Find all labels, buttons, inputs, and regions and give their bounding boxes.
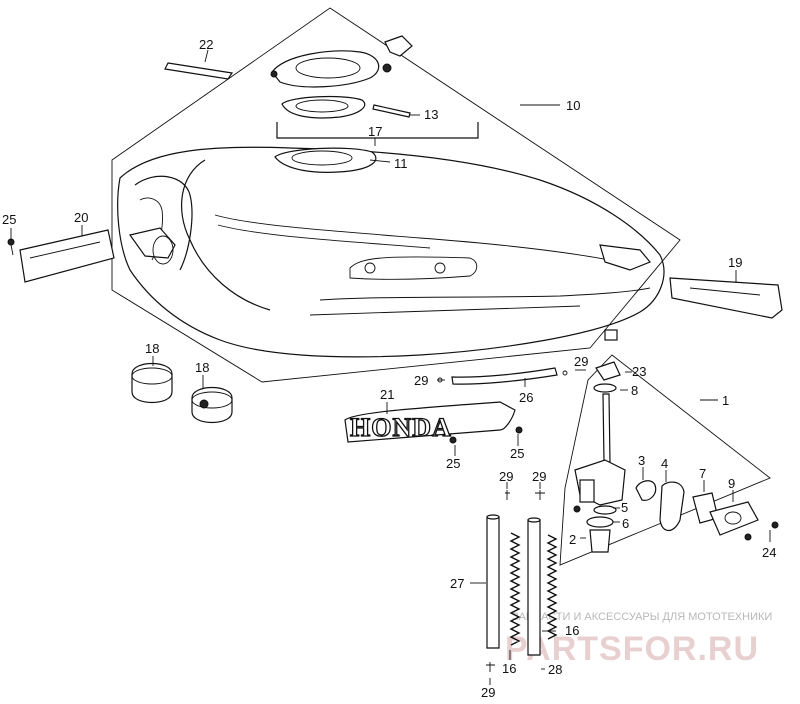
callout-16: 16: [502, 661, 516, 676]
callout-21: 21: [380, 387, 394, 402]
callout-5: 5: [621, 500, 628, 515]
callout-29: 29: [481, 685, 495, 700]
callout-7: 7: [699, 466, 706, 481]
callout-29: 29: [414, 373, 428, 388]
callout-18: 18: [145, 341, 159, 356]
callout-23: 23: [632, 364, 646, 379]
watermark-tagline: ЗАПЧАСТИ И АКСЕССУАРЫ ДЛЯ МОТОТЕХНИКИ: [512, 611, 772, 623]
callout-29: 29: [532, 469, 546, 484]
callout-10: 10: [566, 98, 580, 113]
callout-29: 29: [499, 469, 513, 484]
callout-29: 29: [574, 354, 588, 369]
watermark-logo: PARTSFOR.RU: [505, 630, 759, 668]
callout-16: 16: [565, 623, 579, 638]
callout-25: 25: [446, 456, 460, 471]
callout-26: 26: [519, 390, 533, 405]
callout-18: 18: [195, 360, 209, 375]
leader-lines: [10, 49, 771, 685]
fuel-tank: [117, 146, 665, 358]
callout-1: 1: [722, 393, 729, 408]
callout-8: 8: [631, 383, 638, 398]
callout-24: 24: [762, 545, 776, 560]
callout-17: 17: [368, 124, 382, 139]
callout-25: 25: [510, 446, 524, 461]
callout-25: 25: [2, 212, 16, 227]
fuel-hose: [437, 367, 568, 385]
callout-20: 20: [74, 210, 88, 225]
callout-3: 3: [638, 453, 645, 468]
callout-2: 2: [569, 532, 576, 547]
filler-cap-assembly: [164, 35, 479, 173]
tank-assembly-outline: [111, 7, 681, 383]
emblem-text: HONDA: [350, 413, 452, 442]
callouts: 22 13 10 17 11 25 20 19 18 18 21 29 26 2…: [2, 37, 776, 700]
tank-rubbers: [7, 229, 783, 423]
drain-tubes: [486, 490, 558, 672]
watermark: ЗАПЧАСТИ И АКСЕССУАРЫ ДЛЯ МОТОТЕХНИКИ PA…: [505, 611, 772, 668]
callout-13: 13: [424, 107, 438, 122]
callout-28: 28: [548, 662, 562, 677]
callout-6: 6: [622, 516, 629, 531]
callout-22: 22: [199, 37, 213, 52]
honda-emblem: HONDA: [344, 401, 523, 444]
callout-19: 19: [728, 255, 742, 270]
callout-27: 27: [450, 576, 464, 591]
fuel-valve-outline: [559, 354, 771, 566]
callout-11: 11: [394, 156, 408, 171]
callout-4: 4: [661, 456, 668, 471]
fuel-valve-assembly: [573, 361, 779, 553]
callout-9: 9: [728, 476, 735, 491]
